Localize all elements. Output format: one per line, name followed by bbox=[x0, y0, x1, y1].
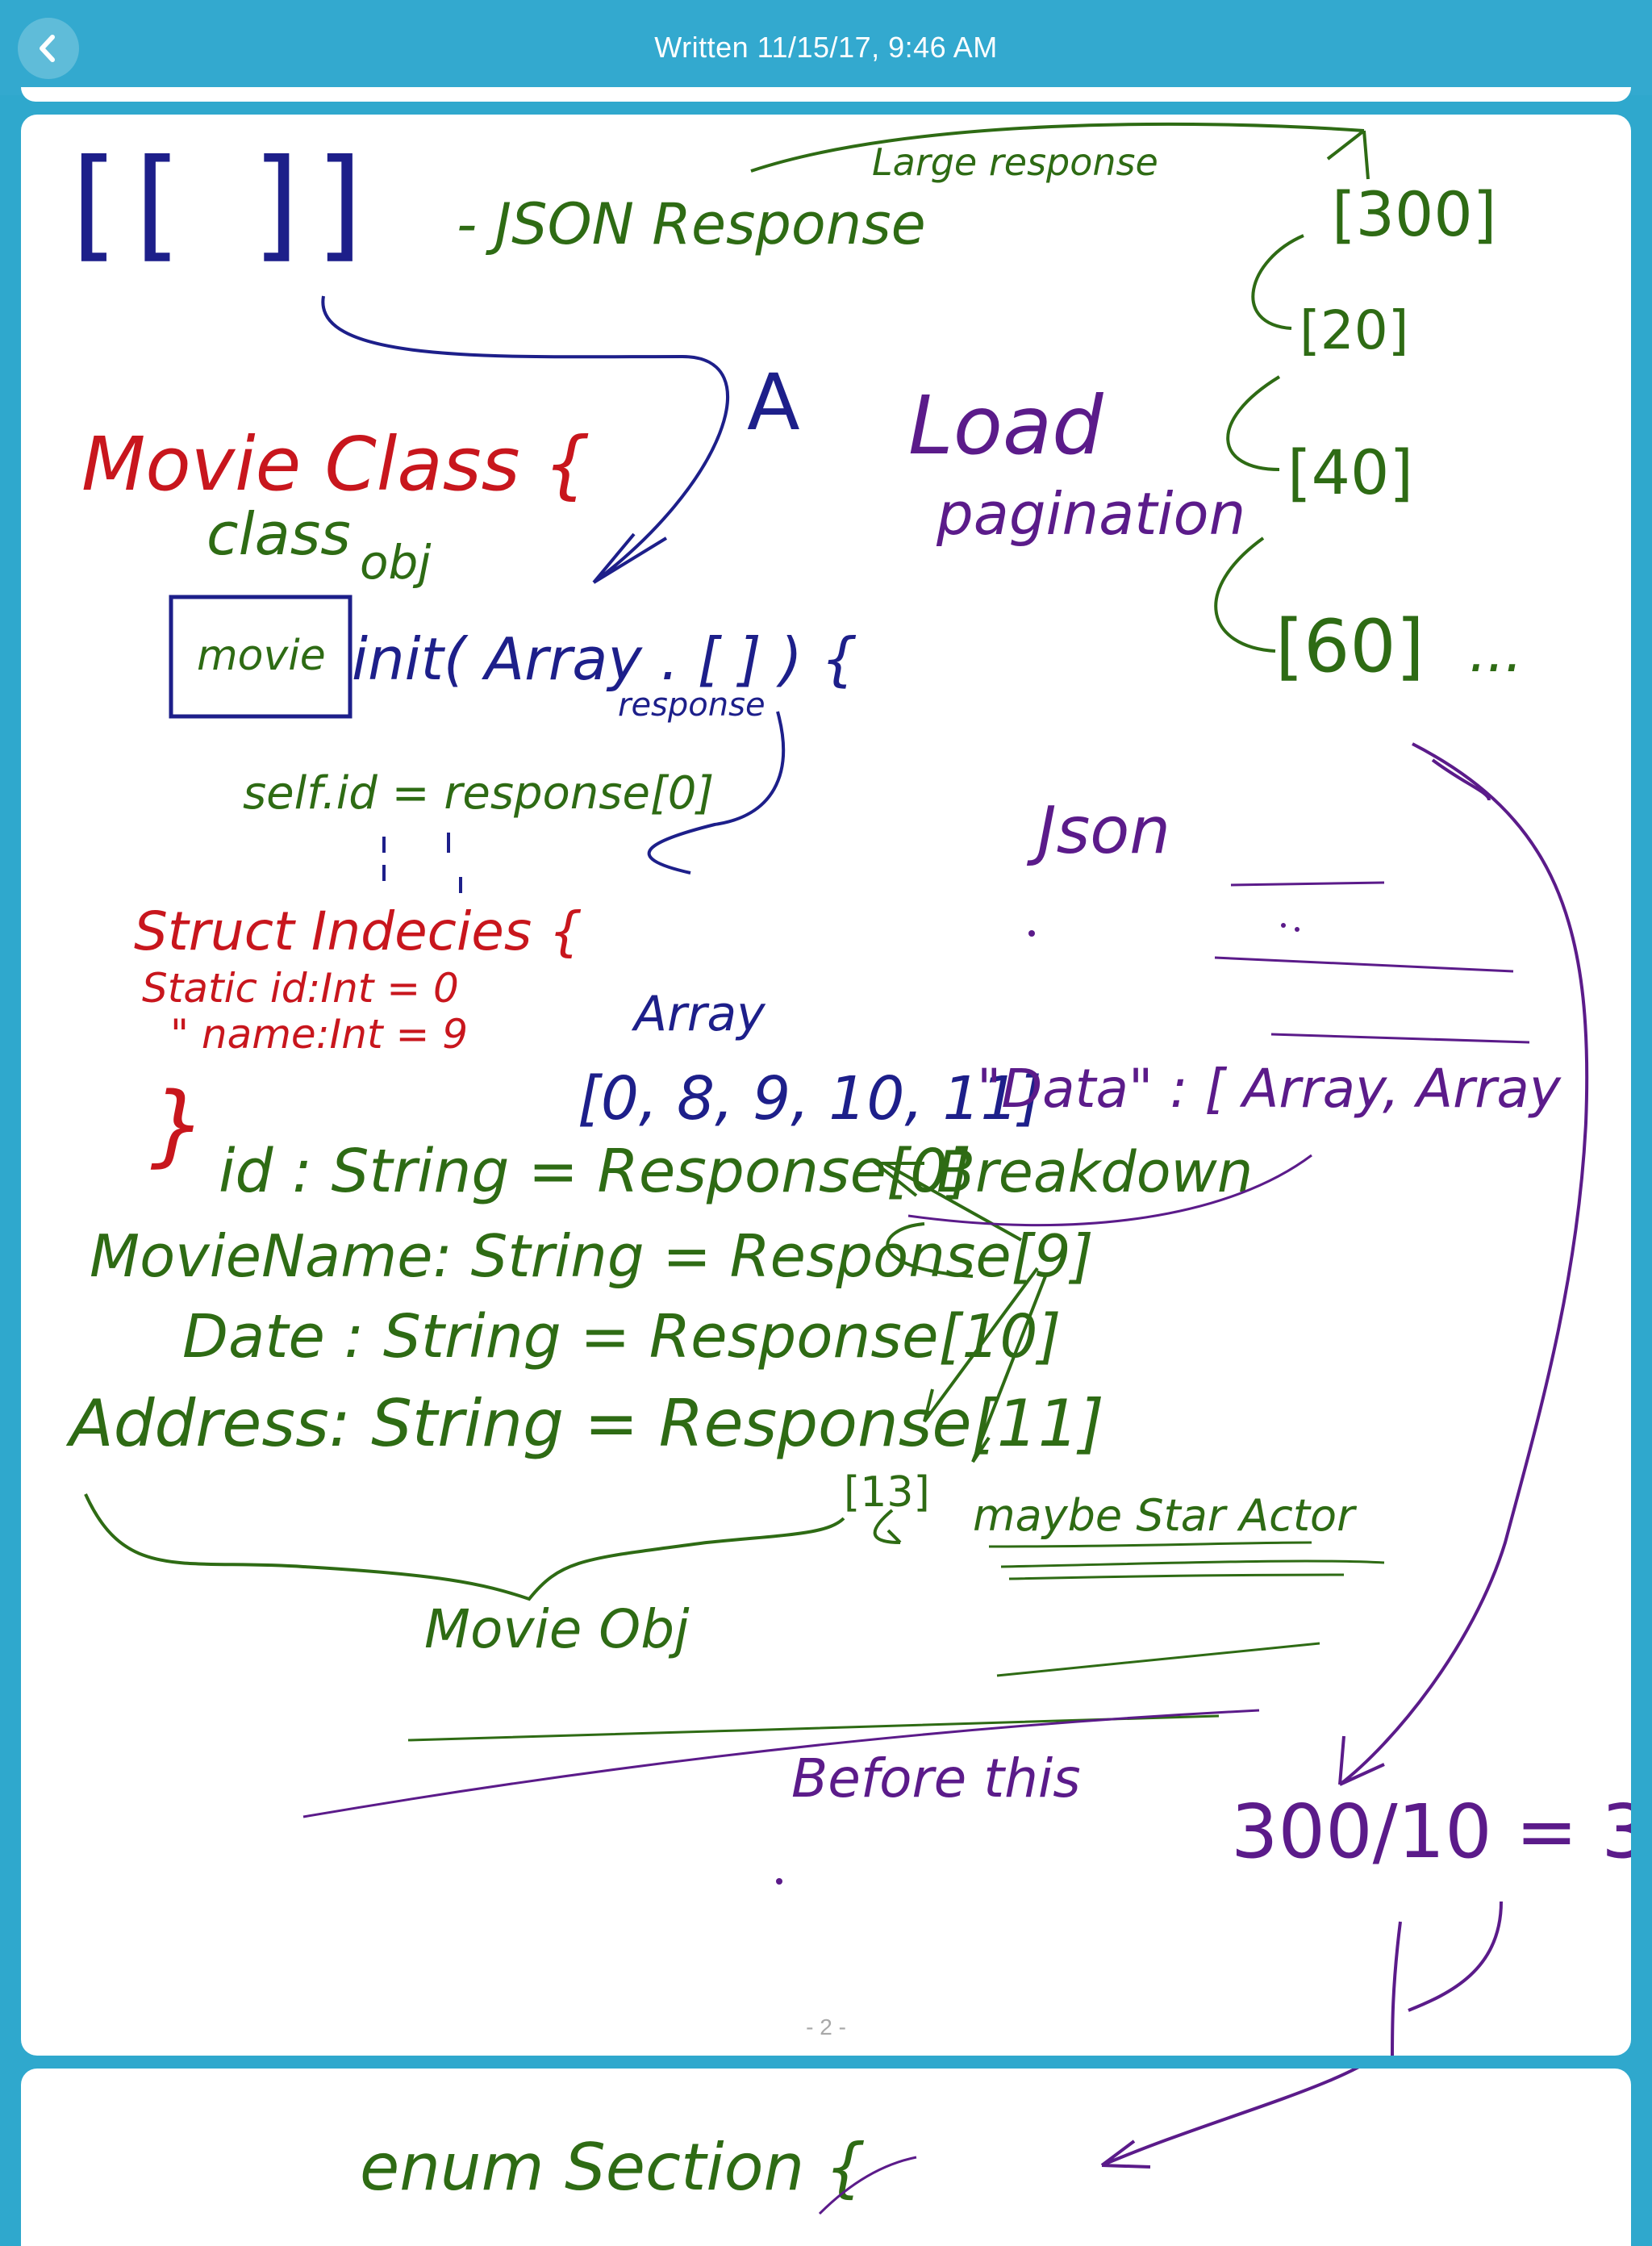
dot-1 bbox=[1028, 930, 1035, 937]
array-values: [0, 8, 9, 10, 11] bbox=[578, 1064, 1042, 1133]
response-curve bbox=[647, 711, 786, 875]
r20: [20] bbox=[1299, 299, 1408, 361]
static-id-line: Static id:Int = 0 bbox=[142, 965, 459, 1012]
self-id-line: self.id = response[0] bbox=[243, 767, 714, 820]
json-lines bbox=[1214, 881, 1530, 1044]
pagination-arrow-1 bbox=[1251, 234, 1304, 330]
breakdown-arrows bbox=[871, 1162, 1047, 1463]
r40: [40] bbox=[1287, 436, 1413, 508]
top-bar: Written 11/15/17, 9:46 AM bbox=[0, 0, 1652, 95]
r13-hook bbox=[873, 1509, 902, 1544]
a-label: A bbox=[747, 357, 800, 448]
json-response-label: - JSON Response bbox=[457, 191, 926, 257]
note-page[interactable]: [[ ]] init( Array . [ ] ) { response Arr… bbox=[21, 115, 1631, 2056]
dot-4 bbox=[776, 1878, 782, 1885]
tick-marks bbox=[382, 833, 462, 893]
dot-2 bbox=[1281, 923, 1286, 928]
json-brackets: [[ ]] bbox=[71, 134, 379, 274]
next-page-arrow bbox=[1100, 2069, 1360, 2169]
breakdown-curve bbox=[907, 1154, 1312, 1226]
movie-class-label: Movie Class { bbox=[81, 421, 590, 507]
division-label: 300/10 = 30 bbox=[1231, 1789, 1631, 1875]
array-label: Array bbox=[631, 986, 766, 1042]
chevron-left-icon bbox=[40, 35, 55, 62]
division-arrow bbox=[1391, 1901, 1503, 2056]
load-label: Load bbox=[908, 378, 1103, 473]
obj-label: obj bbox=[360, 535, 432, 590]
long-arrow bbox=[1338, 742, 1589, 1786]
r13: [13] bbox=[844, 1468, 930, 1517]
brackets-to-class-arrow bbox=[321, 295, 729, 584]
date-line: Date : String = Response[10] bbox=[182, 1302, 1061, 1371]
previous-page-edge bbox=[21, 87, 1631, 102]
next-handwriting-canvas[interactable]: enum Section { bbox=[21, 2069, 1631, 2246]
movie-obj-label: Movie Obj bbox=[424, 1598, 690, 1660]
before-this-label: Before this bbox=[791, 1747, 1081, 1810]
page-title: Written 11/15/17, 9:46 AM bbox=[654, 31, 998, 64]
response-small: response bbox=[618, 687, 766, 724]
movie-obj-brace bbox=[84, 1493, 845, 1601]
r300: [300] bbox=[1332, 178, 1496, 250]
page-number: - 2 - bbox=[806, 2014, 846, 2039]
r60: [60] bbox=[1275, 604, 1425, 689]
address-line: Address: String = Response[11] bbox=[65, 1386, 1104, 1461]
class-label: class bbox=[206, 500, 351, 568]
breakdown-label: Breakdown bbox=[937, 1139, 1253, 1205]
ellipsis: ... bbox=[1469, 619, 1523, 685]
moviename-line: MovieName: String = Response[9] bbox=[90, 1222, 1094, 1290]
struct-indices-label: Struct Indecies { bbox=[134, 900, 582, 962]
dot-3 bbox=[1295, 927, 1299, 932]
id-line: id : String = Response[0] bbox=[219, 1137, 971, 1206]
name-index-line: " name:Int = 9 bbox=[170, 1011, 468, 1058]
star-actor-underline bbox=[988, 1541, 1385, 1677]
large-response-arrow bbox=[750, 122, 1370, 180]
next-note-page[interactable]: enum Section { bbox=[21, 2069, 1631, 2246]
data-array-label: "Data" : [ Array, Array bbox=[977, 1058, 1562, 1120]
maybe-star-actor: maybe Star Actor bbox=[973, 1490, 1357, 1541]
json-word: Json bbox=[1026, 793, 1170, 868]
pagination-arrow-3 bbox=[1214, 536, 1276, 653]
back-button[interactable] bbox=[18, 18, 79, 79]
large-response-label: Large response bbox=[872, 140, 1158, 184]
pagination-arrow-2 bbox=[1226, 375, 1281, 471]
movie-box bbox=[169, 595, 353, 719]
close-brace: } bbox=[150, 1073, 206, 1176]
init-line: init( Array . [ ] ) { bbox=[352, 625, 857, 693]
enum-section-label: enum Section { bbox=[360, 2130, 866, 2205]
movie-box-label: movie bbox=[197, 632, 326, 680]
before-this-line bbox=[302, 1709, 1260, 1818]
handwriting-canvas[interactable]: [[ ]] init( Array . [ ] ) { response Arr… bbox=[21, 115, 1631, 2056]
pagination-label: pagination bbox=[936, 480, 1245, 548]
